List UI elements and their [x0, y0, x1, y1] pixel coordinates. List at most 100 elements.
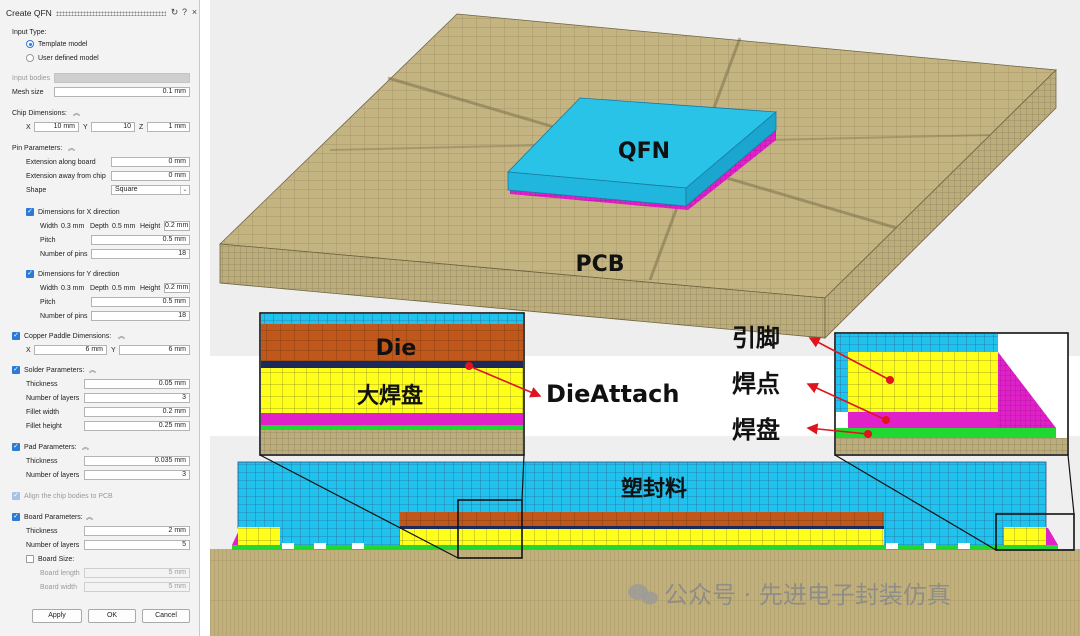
- collapse-chevron-icon[interactable]: ︽: [82, 444, 89, 451]
- die-attach-label: DieAttach: [546, 380, 679, 408]
- dimy-width-value[interactable]: 0.3 mm: [61, 285, 85, 292]
- dimy-pitch-label: Pitch: [40, 299, 56, 306]
- dim-x-label: Dimensions for X direction: [38, 209, 120, 216]
- help-icon[interactable]: ?: [181, 7, 187, 17]
- fillet-width-label: Fillet width: [26, 409, 60, 416]
- align-chip-label: Align the chip bodies to PCB: [24, 493, 113, 500]
- watermark-text: 公众号 · 先进电子封装仿真: [664, 581, 951, 609]
- dimx-depth-value[interactable]: 0.5 mm: [112, 223, 136, 230]
- zoom-inset-right: [834, 332, 1069, 456]
- pcb-right-side: [824, 69, 1057, 339]
- board-thickness-label: Thickness: [26, 528, 58, 535]
- cancel-button[interactable]: Cancel: [142, 609, 190, 623]
- wechat-icon: [628, 584, 658, 605]
- collapse-chevron-icon[interactable]: ︽: [86, 514, 93, 521]
- ext-along-label: Extension along board: [26, 159, 96, 166]
- solder-parameters-checkbox[interactable]: ✓: [12, 366, 20, 374]
- template-model-label: Template model: [38, 41, 88, 48]
- pcb-label: PCB: [575, 252, 624, 277]
- mesh-size-field[interactable]: 0.1 mm: [54, 87, 190, 97]
- board-length-field: 5 mm: [84, 568, 190, 578]
- board-length-label: Board length: [40, 570, 80, 577]
- solder-layers-label: Number of layers: [26, 395, 80, 402]
- dialog-titlebar[interactable]: Create QFN ↻ ? ×: [0, 0, 200, 26]
- copper-x-label: X: [26, 347, 31, 354]
- shape-select[interactable]: Square: [111, 185, 190, 195]
- user-defined-model-radio[interactable]: [26, 54, 34, 62]
- dimx-height-field[interactable]: 0.2 mm: [164, 221, 190, 231]
- ext-away-label: Extension away from chip: [26, 173, 106, 180]
- dimx-width-label: Width: [40, 223, 58, 230]
- collapse-chevron-icon[interactable]: ︽: [73, 110, 80, 117]
- zoom-frame-left: [457, 499, 523, 559]
- reset-icon[interactable]: ↻: [170, 7, 179, 17]
- solder-joint-label: 焊点: [732, 370, 780, 398]
- copper-paddle-checkbox[interactable]: ✓: [12, 332, 20, 340]
- chip-z-field[interactable]: 1 mm: [147, 122, 190, 132]
- create-qfn-dialog: Create QFN ↻ ? × Input Type: Template mo…: [0, 0, 200, 636]
- dimy-depth-label: Depth: [90, 285, 109, 292]
- qfn-model-figure: QFN PCB 塑封料 Die: [210, 0, 1080, 636]
- copper-y-label: Y: [111, 347, 116, 354]
- chip-x-label: X: [26, 124, 31, 131]
- dim-x-checkbox[interactable]: ✓: [26, 208, 34, 216]
- board-layers-field[interactable]: 5: [84, 540, 190, 550]
- pad-layers-label: Number of layers: [26, 472, 80, 479]
- copper-x-field[interactable]: 6 mm: [34, 345, 107, 355]
- die-section: [400, 512, 884, 526]
- dimy-height-label: Height: [140, 285, 161, 292]
- dimy-pitch-field[interactable]: 0.5 mm: [91, 297, 190, 307]
- copper-paddle-label: Copper Paddle Dimensions:: [24, 333, 112, 340]
- dimy-height-field[interactable]: 0.2 mm: [164, 283, 190, 293]
- board-size-checkbox[interactable]: [26, 555, 34, 563]
- board-parameters-checkbox[interactable]: ✓: [12, 513, 20, 521]
- dimx-npins-field[interactable]: 18: [91, 249, 190, 259]
- board-layers-label: Number of layers: [26, 542, 80, 549]
- ext-along-field[interactable]: 0 mm: [111, 157, 190, 167]
- close-icon[interactable]: ×: [191, 7, 198, 17]
- dimx-height-label: Height: [140, 223, 161, 230]
- ext-away-field[interactable]: 0 mm: [111, 171, 190, 181]
- ok-button[interactable]: OK: [88, 609, 136, 623]
- board-thickness-field[interactable]: 2 mm: [84, 526, 190, 536]
- dimx-npins-label: Number of pins: [40, 251, 88, 258]
- user-defined-model-label: User defined model: [38, 55, 99, 62]
- solder-layers-field[interactable]: 3: [84, 393, 190, 403]
- template-model-radio[interactable]: [26, 40, 34, 48]
- pad-thickness-field[interactable]: 0.035 mm: [84, 456, 190, 466]
- lead-label: 引脚: [732, 324, 780, 352]
- chip-y-field[interactable]: 10: [91, 122, 135, 132]
- collapse-chevron-icon[interactable]: ︽: [118, 333, 125, 340]
- dialog-title: Create QFN: [6, 8, 52, 18]
- collapse-chevron-icon[interactable]: ︽: [68, 145, 75, 152]
- board-size-label: Board Size:: [38, 556, 75, 563]
- zoom-inset-left: Die 大焊盘: [259, 312, 525, 456]
- solder-thickness-field[interactable]: 0.05 mm: [84, 379, 190, 389]
- copper-y-field[interactable]: 6 mm: [119, 345, 190, 355]
- pad-parameters-checkbox[interactable]: ✓: [12, 443, 20, 451]
- drag-handle[interactable]: [56, 11, 166, 16]
- dim-y-checkbox[interactable]: ✓: [26, 270, 34, 278]
- mesh-size-label: Mesh size: [12, 89, 44, 96]
- input-type-label: Input Type:: [12, 29, 47, 36]
- chevron-down-icon[interactable]: ⌄: [180, 186, 189, 194]
- apply-button[interactable]: Apply: [32, 609, 82, 623]
- dimy-depth-value[interactable]: 0.5 mm: [112, 285, 136, 292]
- fillet-width-field[interactable]: 0.2 mm: [84, 407, 190, 417]
- dim-y-label: Dimensions for Y direction: [38, 271, 120, 278]
- solder-section: [238, 527, 1046, 545]
- dimy-npins-field[interactable]: 18: [91, 311, 190, 321]
- chip-x-field[interactable]: 10 mm: [34, 122, 79, 132]
- solder-parameters-label: Solder Parameters:: [24, 367, 85, 374]
- dimx-pitch-label: Pitch: [40, 237, 56, 244]
- dimx-width-value[interactable]: 0.3 mm: [61, 223, 85, 230]
- collapse-chevron-icon[interactable]: ︽: [89, 367, 96, 374]
- input-bodies-label: Input bodies: [12, 75, 51, 82]
- fillet-height-field[interactable]: 0.25 mm: [84, 421, 190, 431]
- board-pad-layer: [232, 545, 1058, 550]
- chip-y-label: Y: [83, 124, 88, 131]
- board-width-label: Board width: [40, 584, 77, 591]
- pad-layers-field[interactable]: 3: [84, 470, 190, 480]
- dimx-pitch-field[interactable]: 0.5 mm: [91, 235, 190, 245]
- qfn-label: QFN: [618, 139, 670, 164]
